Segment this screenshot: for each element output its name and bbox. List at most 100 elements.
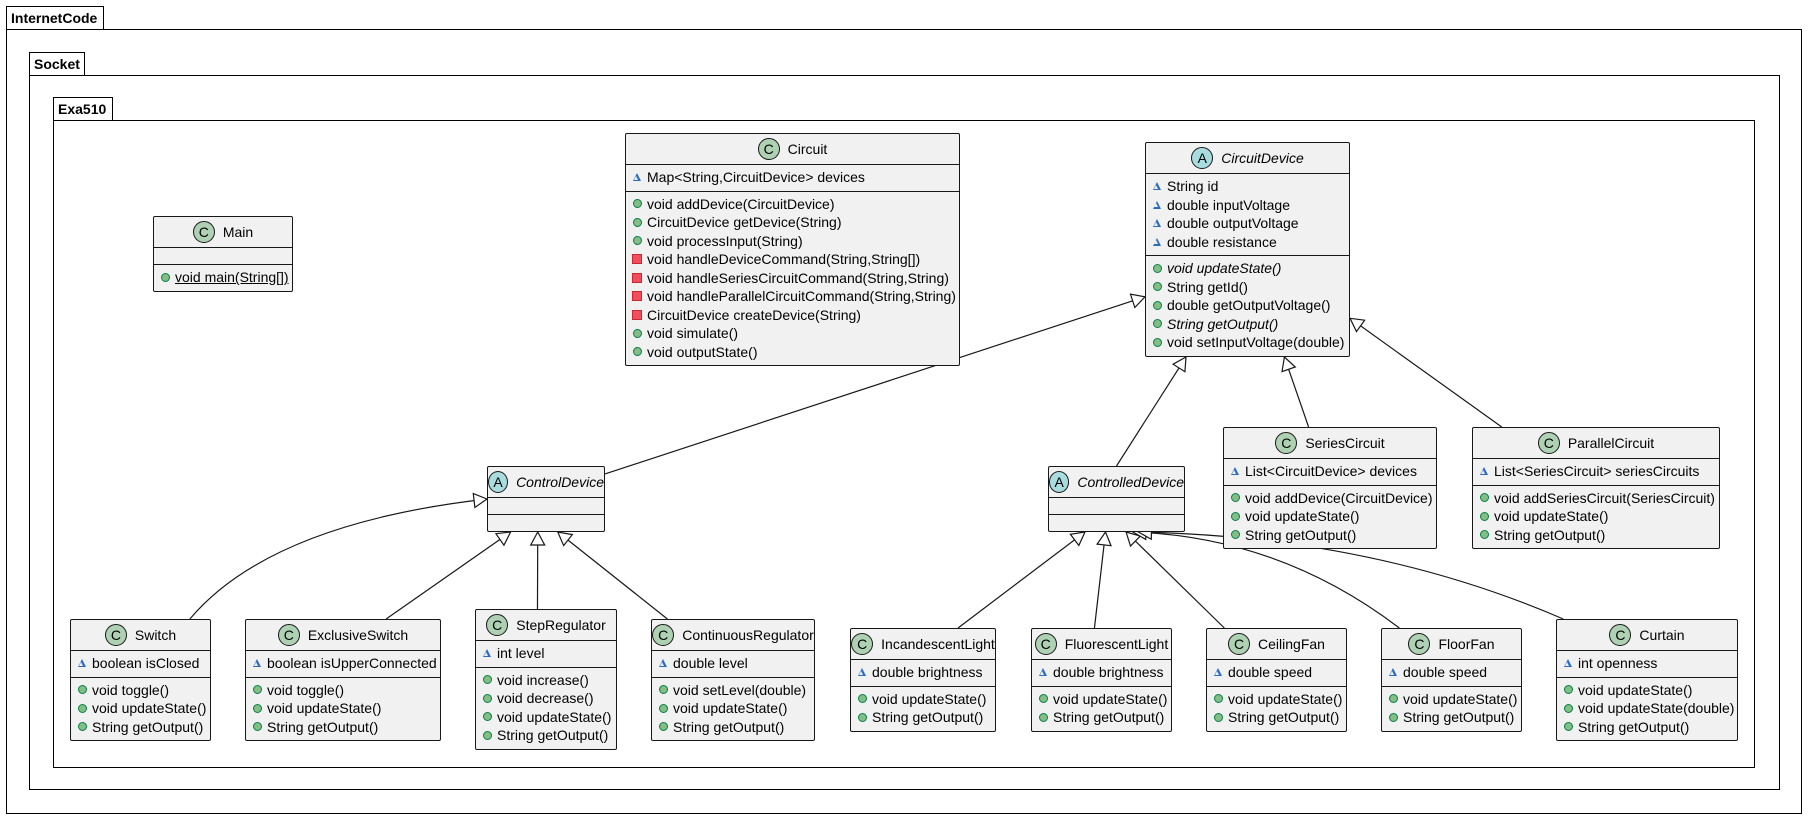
method-row: void processInput(String) xyxy=(626,232,959,251)
field-row: double outputVoltage xyxy=(1146,214,1349,233)
field-text: int openness xyxy=(1578,655,1658,672)
method-text: void updateState() xyxy=(872,690,987,707)
package-visibility-icon xyxy=(657,659,669,668)
public-visibility-icon xyxy=(1151,263,1163,273)
public-visibility-icon xyxy=(1212,694,1224,704)
method-text: void setLevel(double) xyxy=(673,681,807,698)
fields-section: Map<String,CircuitDevice> devices xyxy=(626,165,959,192)
method-row: String getOutput() xyxy=(246,718,440,737)
method-text: void updateState() xyxy=(1578,681,1693,698)
inheritance-line xyxy=(385,531,511,620)
public-visibility-icon xyxy=(1037,694,1049,704)
package-visibility-icon xyxy=(1151,182,1163,191)
field-text: double inputVoltage xyxy=(1167,196,1290,213)
public-visibility-icon xyxy=(1229,493,1241,503)
method-row: void setLevel(double) xyxy=(652,681,814,700)
method-row: void updateState() xyxy=(1146,259,1349,278)
method-text: void increase() xyxy=(497,671,589,688)
methods-section: void updateState() String getOutput() xyxy=(851,687,995,731)
method-text: String getOutput() xyxy=(1494,526,1606,543)
method-text: CircuitDevice createDevice(String) xyxy=(647,306,861,323)
method-row: void outputState() xyxy=(626,343,959,362)
public-visibility-icon xyxy=(76,703,88,713)
method-row: void updateState() xyxy=(1557,681,1737,700)
field-row: int level xyxy=(476,644,616,663)
method-text: String getOutput() xyxy=(1167,315,1279,332)
method-text: void updateState() xyxy=(1403,690,1518,707)
public-visibility-icon xyxy=(1037,712,1049,722)
class-name: Switch xyxy=(134,627,177,643)
method-text: String getOutput() xyxy=(1403,709,1515,726)
methods-section: void addDevice(CircuitDevice)void update… xyxy=(1224,486,1436,549)
methods-section: void setLevel(double)void updateState()S… xyxy=(652,678,814,741)
class-name: ContinuousRegulator xyxy=(682,627,814,643)
package-visibility-icon xyxy=(1387,668,1399,677)
public-visibility-icon xyxy=(856,694,868,704)
method-row: void updateState() xyxy=(1382,690,1521,709)
public-visibility-icon xyxy=(631,328,643,338)
field-row: List<SeriesCircuit> seriesCircuits xyxy=(1473,462,1719,481)
method-text: String getOutput() xyxy=(267,718,379,735)
class-name: Main xyxy=(222,224,254,240)
fields-section xyxy=(488,498,604,515)
method-row: void updateState() xyxy=(476,708,616,727)
method-text: void addDevice(CircuitDevice) xyxy=(647,195,835,212)
private-visibility-icon xyxy=(631,309,643,320)
field-row: Map<String,CircuitDevice> devices xyxy=(626,168,959,187)
fields-section: List<SeriesCircuit> seriesCircuits xyxy=(1473,459,1719,486)
class-icon: C xyxy=(1609,624,1632,646)
package-visibility-icon xyxy=(481,649,493,658)
method-text: void updateState(double) xyxy=(1578,700,1735,717)
abstract-class-icon: A xyxy=(1049,471,1070,493)
method-row: String getId() xyxy=(1146,278,1349,297)
method-row: String getOutput() xyxy=(1473,526,1719,545)
package-tab-internetcode: InternetCode xyxy=(6,6,104,30)
method-row: void updateState() xyxy=(1224,507,1436,526)
method-row: void increase() xyxy=(476,671,616,690)
package-visibility-icon xyxy=(1229,467,1241,476)
field-text: boolean isClosed xyxy=(92,655,200,672)
class-name: SeriesCircuit xyxy=(1305,435,1385,451)
method-text: void processInput(String) xyxy=(647,232,803,249)
method-row: String getOutput() xyxy=(851,708,995,727)
inheritance-line xyxy=(1093,531,1107,629)
fields-section xyxy=(1049,498,1184,515)
field-text: double brightness xyxy=(872,664,983,681)
public-visibility-icon xyxy=(1387,712,1399,722)
package-visibility-icon xyxy=(1562,659,1574,668)
method-text: void main(String[]) xyxy=(175,269,289,286)
package-visibility-icon xyxy=(1037,668,1049,677)
method-row: void updateState() xyxy=(1032,690,1171,709)
method-text: String getOutput() xyxy=(872,709,984,726)
package-visibility-icon xyxy=(856,668,868,677)
class-icon: C xyxy=(851,633,874,655)
field-row: boolean isClosed xyxy=(71,654,210,673)
method-row: void toggle() xyxy=(246,681,440,700)
method-row: void updateState() xyxy=(1473,507,1719,526)
method-text: String getOutput() xyxy=(673,718,785,735)
class-icon: C xyxy=(757,138,780,160)
generalization-arrowhead xyxy=(1125,531,1142,548)
field-text: double brightness xyxy=(1053,664,1164,681)
